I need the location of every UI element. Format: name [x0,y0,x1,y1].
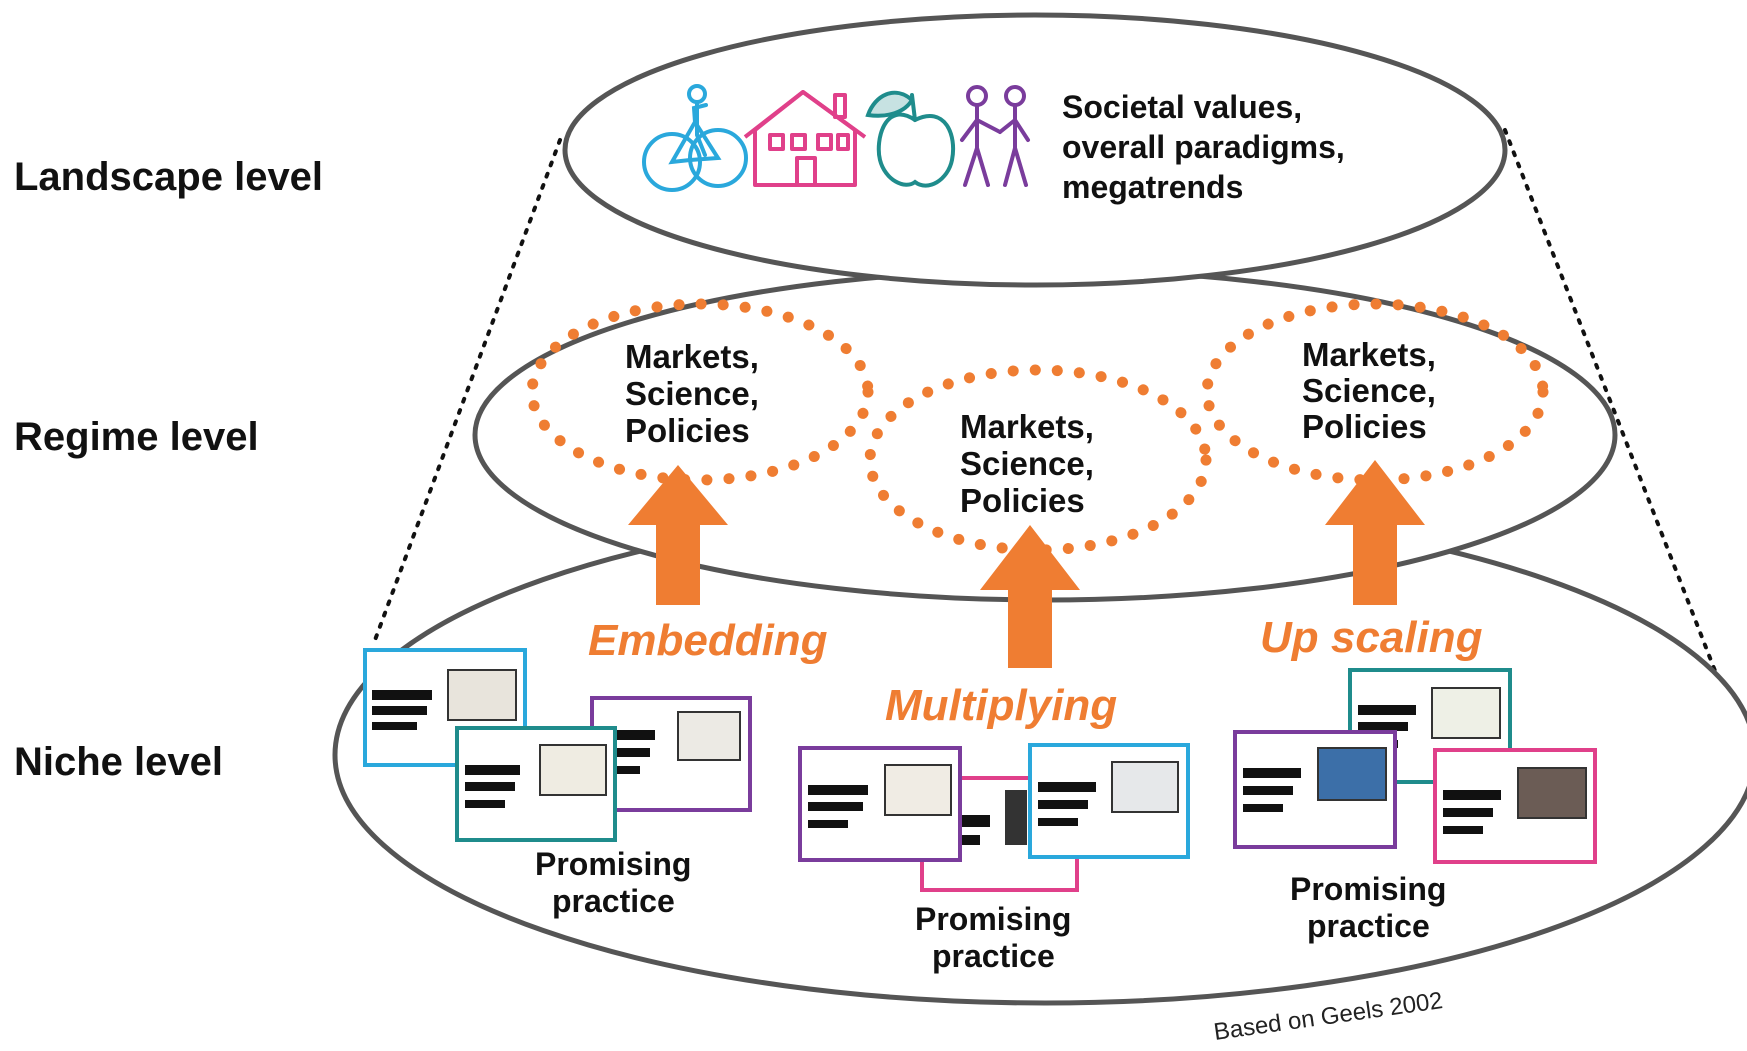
practice-label-3-line-1: Promising [1290,871,1446,907]
regime-group-3-line-1: Markets, [1302,336,1436,373]
people-icon [960,85,1030,187]
upscaling-label: Up scaling [1260,613,1483,662]
regime-group-1-line-1: Markets, [625,338,759,375]
embedding-arrow [628,465,728,605]
upscaling-arrow [1325,460,1425,605]
house-icon [743,90,867,187]
bicycle-icon [642,84,748,192]
regime-group-3-line-3: Policies [1302,408,1427,445]
regime-group-2-line-2: Science, [960,445,1094,482]
landscape-text-line-1: Societal values, [1062,89,1302,125]
regime-level-label: Regime level [14,415,259,459]
practice-card [455,726,617,842]
landscape-text-line-3: megatrends [1062,169,1243,205]
landscape-text-line-2: overall paradigms, [1062,129,1345,165]
regime-group-2-outline [864,364,1212,556]
practice-card [590,696,752,812]
practice-card [798,746,962,862]
landscape-level-label: Landscape level [14,155,323,199]
regime-group-1-line-2: Science, [625,375,759,412]
funnel-line-right [1503,128,1740,732]
regime-group-1-line-3: Policies [625,412,750,449]
regime-group-2-line-1: Markets, [960,408,1094,445]
practice-label-1-line-1: Promising [535,846,691,882]
practice-card [1028,743,1190,859]
practice-card [1433,748,1597,864]
regime-group-3-line-2: Science, [1302,372,1436,409]
apple-icon [865,90,955,188]
multiplying-label: Multiplying [885,681,1117,730]
regime-group-2-line-3: Policies [960,482,1085,519]
niche-level-label: Niche level [14,740,223,784]
practice-card [1233,730,1397,849]
regime-group-1-outline [526,298,874,486]
multiplying-arrow [980,525,1080,668]
practice-label-3-line-2: practice [1307,908,1430,944]
practice-label-2-line-2: practice [932,938,1055,974]
landscape-ellipse [562,12,1508,288]
practice-label-1-line-2: practice [552,883,675,919]
funnel-line-left [373,138,562,642]
embedding-label: Embedding [588,616,828,665]
practice-label-2-line-1: Promising [915,901,1071,937]
citation: Based on Geels 2002 [1212,987,1444,1046]
regime-group-3-outline [1201,298,1549,486]
